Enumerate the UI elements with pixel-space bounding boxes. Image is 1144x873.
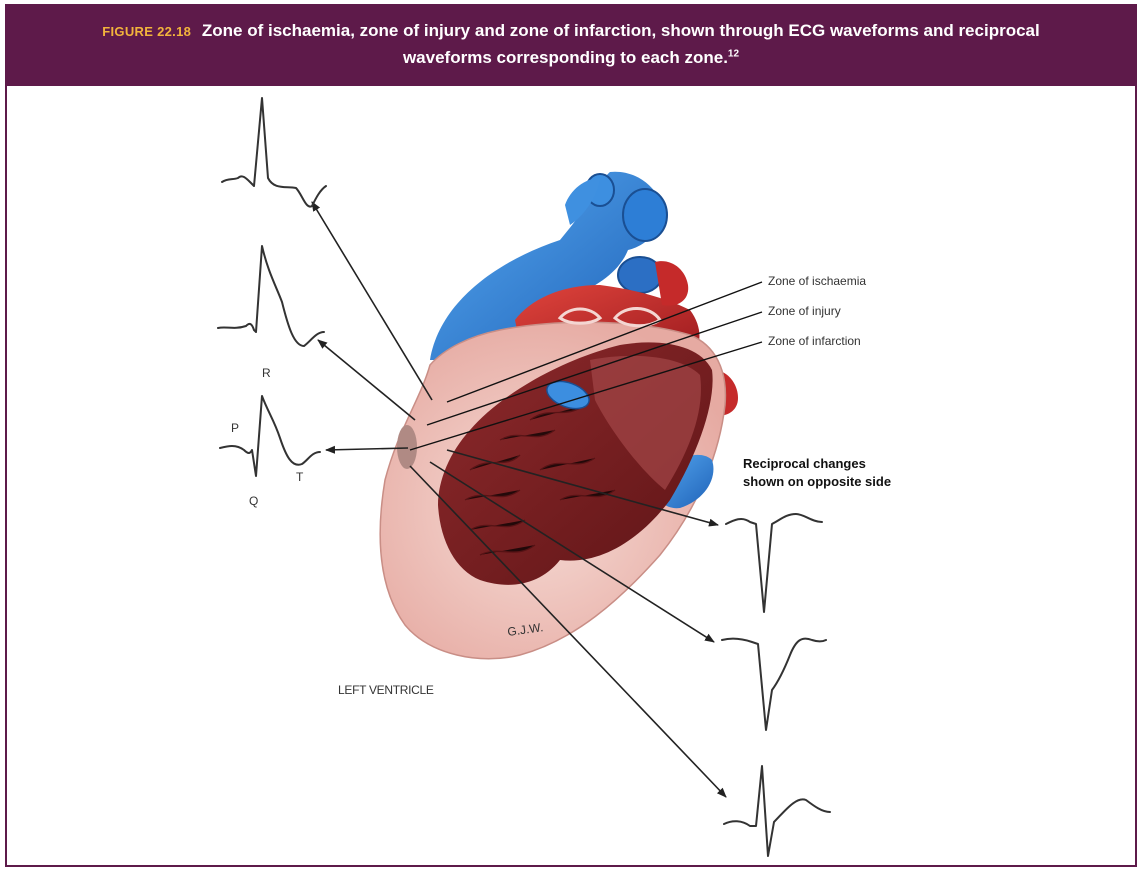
wave-label-r: R <box>262 366 271 380</box>
wave-label-p: P <box>231 421 239 435</box>
arrow-to-ischaemia-wave <box>312 202 432 400</box>
wave-label-q: Q <box>249 494 258 508</box>
ecg-injury-waveform <box>218 246 324 346</box>
zone-label-ischaemia: Zone of ischaemia <box>768 274 866 288</box>
infarct-patch <box>397 425 417 469</box>
vessel-opening-1 <box>623 189 667 241</box>
wave-label-t: T <box>296 470 304 484</box>
heart-illustration: G.J.W. <box>380 172 738 659</box>
zone-label-injury: Zone of injury <box>768 304 841 318</box>
zone-label-infarction: Zone of infarction <box>768 334 861 348</box>
left-ventricle-label: LEFT VENTRICLE <box>338 683 434 697</box>
ecg-ischaemia-waveform <box>222 98 326 207</box>
reciprocal-waveform-1 <box>726 514 822 612</box>
reciprocal-label-line2: shown on opposite side <box>743 474 891 489</box>
reciprocal-waveform-3 <box>724 766 830 856</box>
reciprocal-waveform-2 <box>722 639 826 730</box>
reciprocal-label-line1: Reciprocal changes <box>743 456 866 471</box>
ecg-infarction-waveform <box>220 396 320 476</box>
arrow-to-injury-wave <box>318 340 415 420</box>
